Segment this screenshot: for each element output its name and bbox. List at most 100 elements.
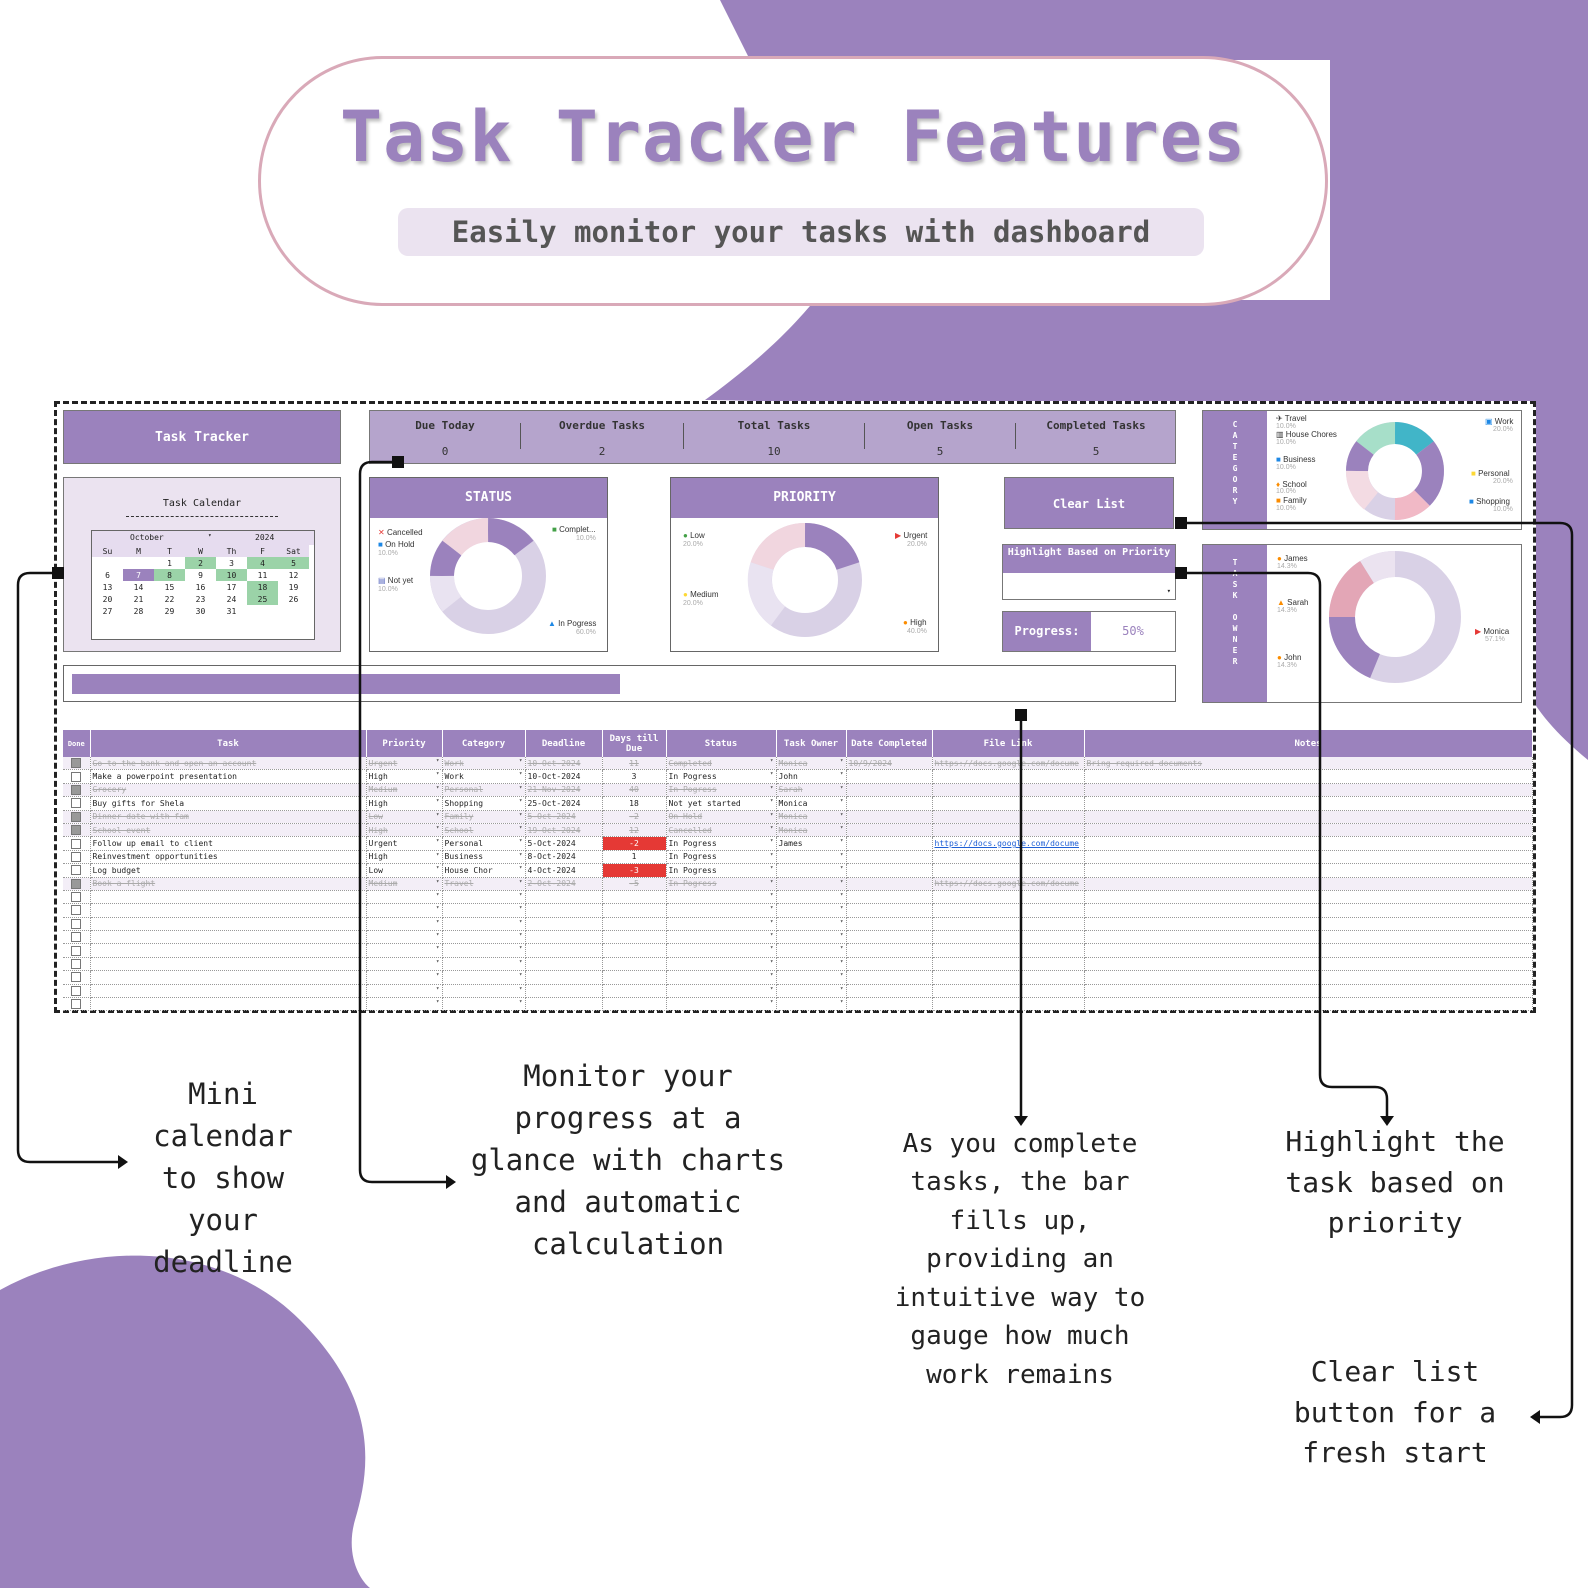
priority-cell[interactable]: High▾ — [366, 823, 443, 838]
priority-cell[interactable]: Urgent▾ — [366, 836, 443, 851]
chevron-down-icon[interactable]: ▾ — [769, 944, 774, 952]
category-cell[interactable]: Personal▾ — [442, 783, 526, 798]
completed-cell[interactable] — [846, 863, 933, 878]
calendar-day[interactable]: 29 — [164, 606, 175, 616]
done-checkbox[interactable] — [71, 811, 82, 822]
status-cell[interactable]: In Pogress▾ — [666, 863, 777, 878]
calendar-day[interactable]: 26 — [288, 594, 299, 604]
chevron-down-icon[interactable]: ▾ — [839, 931, 844, 939]
days-cell[interactable] — [602, 890, 667, 905]
calendar-day[interactable]: 16 — [195, 582, 206, 592]
category-cell[interactable]: Shopping▾ — [442, 796, 526, 811]
deadline-cell[interactable] — [525, 890, 603, 905]
chevron-down-icon[interactable]: ▾ — [769, 850, 774, 858]
table-row[interactable]: ▾▾▾▾ — [63, 890, 1533, 905]
task-cell[interactable] — [90, 970, 367, 985]
table-row[interactable]: ▾▾▾▾ — [63, 930, 1533, 945]
link-cell[interactable] — [932, 769, 1085, 784]
days-cell[interactable]: 18 — [602, 796, 667, 811]
completed-cell[interactable] — [846, 903, 933, 918]
chevron-down-icon[interactable]: ▾ — [208, 532, 212, 539]
chevron-down-icon[interactable]: ▾ — [769, 917, 774, 925]
owner-cell[interactable]: Monica▾ — [776, 757, 847, 771]
category-cell[interactable]: ▾ — [442, 943, 526, 958]
chevron-down-icon[interactable]: ▾ — [435, 850, 440, 858]
category-cell[interactable]: Family▾ — [442, 810, 526, 824]
chevron-down-icon[interactable]: ▾ — [435, 823, 440, 831]
link-cell[interactable] — [932, 796, 1085, 811]
days-cell[interactable]: 11 — [602, 757, 667, 771]
column-header[interactable]: File Link — [932, 730, 1085, 757]
notes-cell[interactable] — [1084, 836, 1533, 851]
done-cell[interactable] — [63, 796, 91, 811]
chevron-down-icon[interactable]: ▾ — [769, 971, 774, 979]
chevron-down-icon[interactable]: ▾ — [435, 783, 440, 791]
chevron-down-icon[interactable]: ▾ — [518, 917, 523, 925]
category-cell[interactable]: ▾ — [442, 903, 526, 918]
chevron-down-icon[interactable]: ▾ — [769, 904, 774, 912]
chevron-down-icon[interactable]: ▾ — [518, 783, 523, 791]
chevron-down-icon[interactable]: ▾ — [769, 757, 774, 764]
done-cell[interactable] — [63, 957, 91, 972]
priority-cell[interactable]: High▾ — [366, 769, 443, 784]
notes-cell[interactable] — [1084, 783, 1533, 798]
priority-cell[interactable]: Low▾ — [366, 863, 443, 878]
chevron-down-icon[interactable]: ▾ — [435, 877, 440, 885]
completed-cell[interactable] — [846, 836, 933, 851]
done-cell[interactable] — [63, 810, 91, 824]
owner-cell[interactable]: ▾ — [776, 970, 847, 985]
done-checkbox[interactable] — [71, 798, 82, 809]
clear-list-button[interactable]: Clear List — [1004, 477, 1174, 529]
days-cell[interactable]: 40 — [602, 783, 667, 798]
status-cell[interactable]: In Pogress▾ — [666, 769, 777, 784]
category-cell[interactable]: ▾ — [442, 930, 526, 945]
chevron-down-icon[interactable]: ▾ — [518, 904, 523, 912]
days-cell[interactable] — [602, 903, 667, 918]
column-header[interactable]: Category — [442, 730, 526, 757]
highlight-priority-dropdown[interactable]: Highlight Based on Priority ▾ — [1002, 544, 1176, 600]
category-cell[interactable]: ▾ — [442, 997, 526, 1012]
chevron-down-icon[interactable]: ▾ — [839, 971, 844, 979]
chevron-down-icon[interactable]: ▾ — [518, 998, 523, 1006]
days-cell[interactable]: 3 — [602, 769, 667, 784]
chevron-down-icon[interactable]: ▾ — [435, 971, 440, 979]
status-cell[interactable]: ▾ — [666, 903, 777, 918]
done-cell[interactable] — [63, 863, 91, 878]
deadline-cell[interactable]: 8-Oct-2024 — [525, 850, 603, 865]
link-cell[interactable] — [932, 850, 1085, 865]
done-cell[interactable] — [63, 850, 91, 865]
priority-cell[interactable]: Low▾ — [366, 810, 443, 824]
chevron-down-icon[interactable]: ▾ — [839, 837, 844, 845]
task-cell[interactable] — [90, 957, 367, 972]
owner-cell[interactable]: ▾ — [776, 917, 847, 932]
calendar-day[interactable]: 22 — [164, 594, 175, 604]
notes-cell[interactable] — [1084, 769, 1533, 784]
link-cell[interactable]: https://docs.google.com/docume — [932, 836, 1085, 851]
deadline-cell[interactable]: 25-Oct-2024 — [525, 796, 603, 811]
calendar-day[interactable]: 10 — [216, 569, 247, 581]
days-cell[interactable]: 1 — [602, 850, 667, 865]
chevron-down-icon[interactable]: ▾ — [839, 850, 844, 858]
link-cell[interactable] — [932, 810, 1085, 824]
calendar-day[interactable]: 30 — [195, 606, 206, 616]
completed-cell[interactable] — [846, 984, 933, 999]
task-cell[interactable]: Book a flight — [90, 877, 367, 891]
completed-cell[interactable] — [846, 930, 933, 945]
chevron-down-icon[interactable]: ▾ — [769, 783, 774, 791]
chevron-down-icon[interactable]: ▾ — [435, 917, 440, 925]
notes-cell[interactable] — [1084, 903, 1533, 918]
days-cell[interactable]: -2 — [602, 810, 667, 824]
done-checkbox[interactable] — [71, 945, 82, 956]
status-cell[interactable]: In Pogress▾ — [666, 850, 777, 865]
chevron-down-icon[interactable]: ▾ — [518, 770, 523, 778]
days-cell[interactable]: 12 — [602, 823, 667, 838]
chevron-down-icon[interactable]: ▾ — [518, 957, 523, 965]
notes-cell[interactable] — [1084, 917, 1533, 932]
owner-cell[interactable]: ▾ — [776, 877, 847, 891]
